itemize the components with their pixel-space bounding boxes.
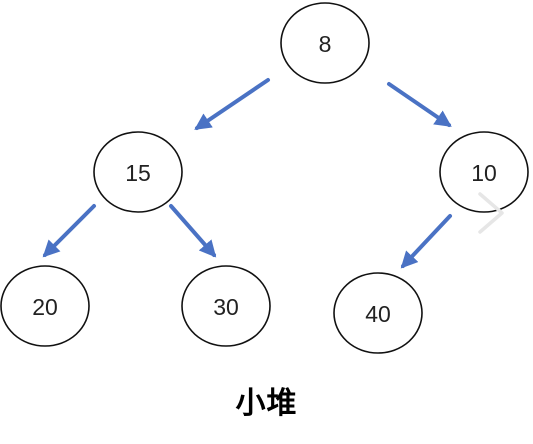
node-circle xyxy=(181,265,271,347)
node-label: 15 xyxy=(125,160,151,186)
node-label: 40 xyxy=(365,301,391,327)
edge-n8-to-n10 xyxy=(387,82,452,127)
tree-node-40: 40 xyxy=(333,272,423,354)
tree-node-30: 30 xyxy=(181,265,271,347)
node-circle xyxy=(333,272,423,354)
edge-n10-to-n40 xyxy=(400,214,452,269)
tree-node-8: 8 xyxy=(280,2,370,84)
edge-n8-to-n15 xyxy=(194,78,270,130)
edges xyxy=(42,78,452,269)
diagram-caption: 小堆 xyxy=(235,386,298,421)
tree-node-20: 20 xyxy=(0,265,90,347)
node-label: 20 xyxy=(32,294,58,320)
tree-node-10: 10 xyxy=(439,131,529,213)
edge-n15-to-n20 xyxy=(42,204,96,258)
node-circle xyxy=(439,131,529,213)
node-label: 10 xyxy=(471,160,497,186)
node-circle xyxy=(0,265,90,347)
tree-node-15: 15 xyxy=(93,131,183,213)
node-circle xyxy=(280,2,370,84)
node-label: 30 xyxy=(213,294,239,320)
nodes: 8 15 10 20 30 40 xyxy=(0,2,529,354)
chevron-right-icon xyxy=(478,192,504,234)
node-label: 8 xyxy=(319,31,332,57)
node-circle xyxy=(93,131,183,213)
edge-n15-to-n30 xyxy=(169,204,217,258)
